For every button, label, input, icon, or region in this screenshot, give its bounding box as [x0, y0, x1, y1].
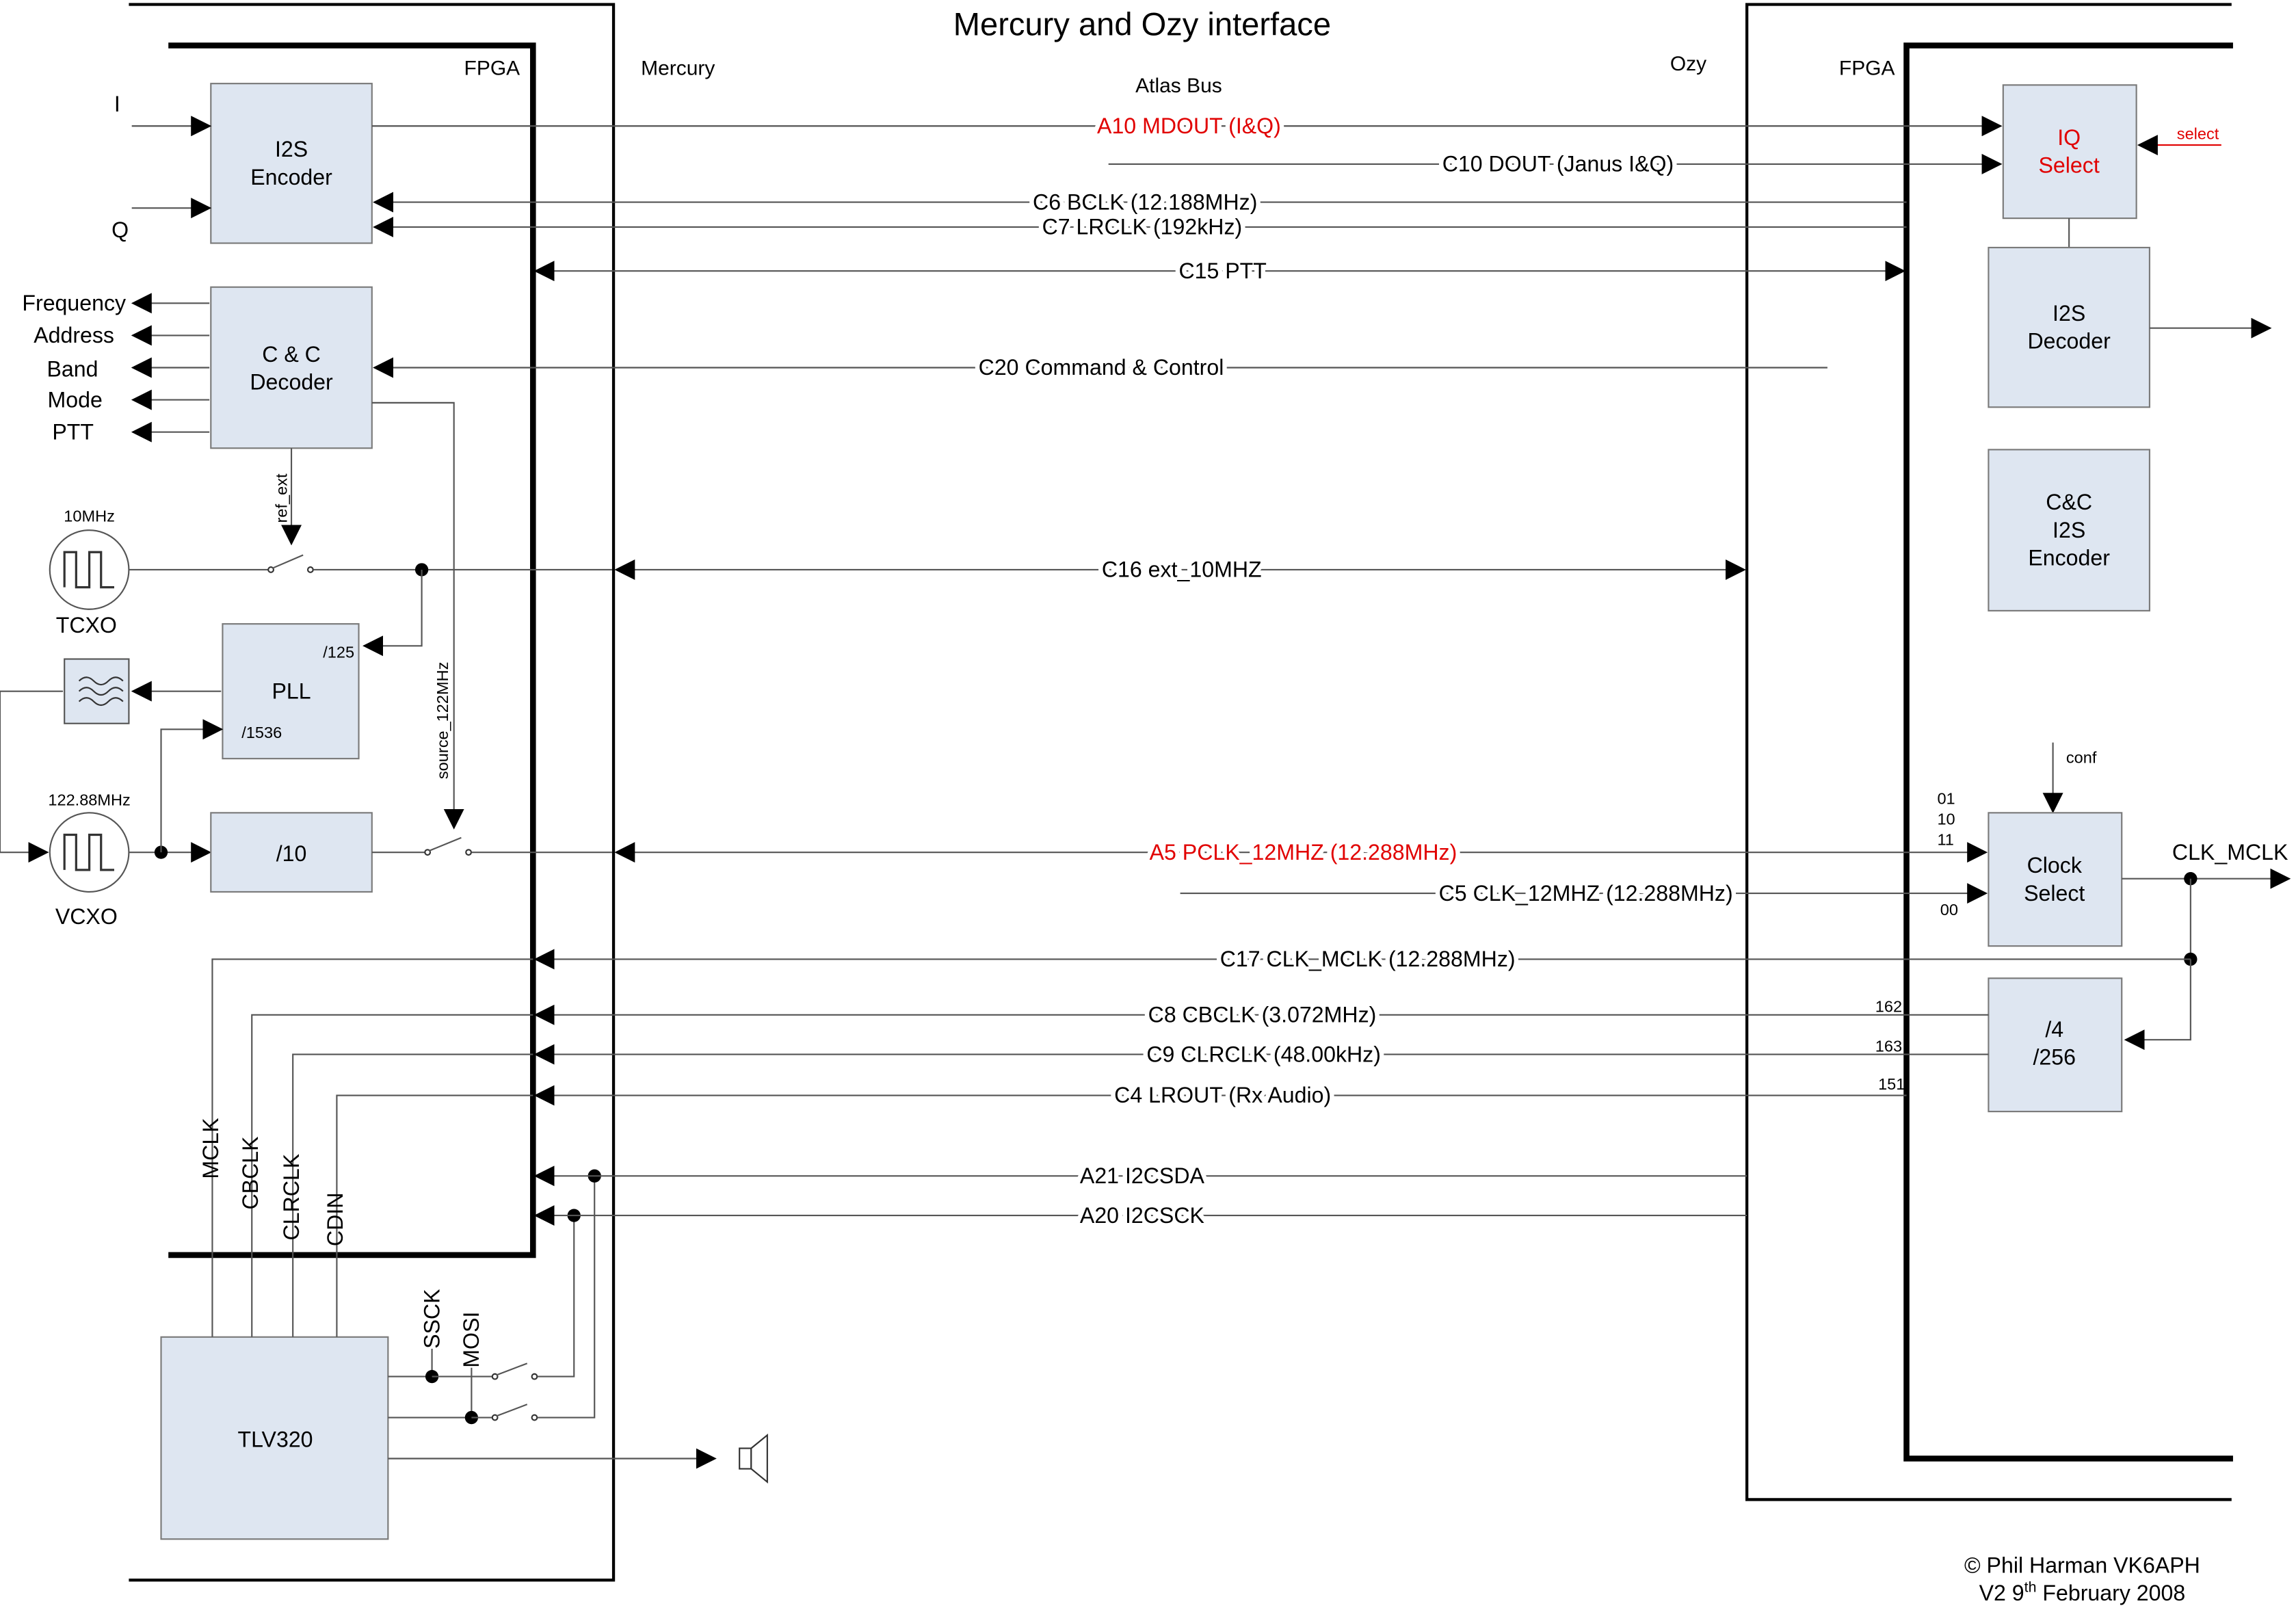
pll-block [222, 623, 360, 760]
ref-ext-label: ref_ext [273, 473, 291, 523]
clock-select-input-00: 00 [1940, 901, 1958, 919]
bus-signal-c8-cbclk: C8 CBCLK (3.072MHz) [1148, 1003, 1377, 1027]
vcxo-freq-label: 122.88MHz [48, 791, 130, 809]
bus-signal-a21-i2csda: A21 I2CSDA [1080, 1163, 1205, 1188]
cdin-pin-label: CDIN [323, 1193, 347, 1247]
fpga-right-label: FPGA [1839, 57, 1895, 79]
divider-pin-162: 162 [1875, 998, 1902, 1016]
decoder-outputs: Frequency Address Band Mode PTT [22, 291, 210, 444]
mercury-fpga-frame [168, 42, 536, 1258]
divider-pin-151: 151 [1878, 1075, 1905, 1093]
pll-div125-label: /125 [323, 643, 354, 661]
bus-signal-a20-i2csck: A20 I2CSCK [1080, 1203, 1205, 1228]
output-mode-label: Mode [48, 387, 103, 412]
divider-pin-163: 163 [1875, 1037, 1902, 1055]
diagram-title: Mercury and Ozy interface [953, 6, 1331, 42]
div4-256-label: /4/256 [2033, 1017, 2076, 1070]
credit-line1: © Phil Harman VK6APH [1964, 1553, 2200, 1577]
output-ptt-label: PTT [52, 419, 94, 444]
clock-select-input-01: 01 [1937, 790, 1955, 808]
cc-i2s-encoder-block [1988, 449, 2150, 611]
output-frequency-label: Frequency [22, 291, 126, 315]
bus-signal-c15-ptt: C15 PTT [1178, 259, 1266, 283]
bus-signal-c4-lrout: C4 LROUT (Rx Audio) [1114, 1083, 1331, 1107]
bus-signal-a10-mdout: A10 MDOUT (I&Q) [1097, 114, 1281, 138]
mclk-pin-label: MCLK [198, 1118, 223, 1179]
input-q-label: Q [111, 218, 129, 242]
select-control-label: select [2177, 125, 2219, 143]
tlv320-label: TLV320 [237, 1427, 313, 1451]
fpga-left-label: FPGA [464, 57, 520, 79]
divider-pin-labels: 162 163 151 [1875, 998, 1905, 1093]
vcxo-label: VCXO [55, 904, 118, 929]
output-band-label: Band [47, 356, 98, 381]
iq-select-block [2002, 84, 2137, 220]
tcxo-freq-label: 10MHz [64, 507, 115, 525]
mercury-label: Mercury [641, 57, 715, 79]
clock-select-input-10: 10 [1937, 810, 1955, 828]
tcxo-label: TCXO [56, 613, 117, 637]
ssck-pin-label: SSCK [419, 1289, 444, 1349]
speaker-icon [739, 1433, 768, 1484]
ozy-fpga-frame [1903, 42, 2233, 1462]
bus-signal-c5-clk12mhz: C5 CLK_12MHZ (12.288MHz) [1439, 881, 1733, 906]
i2s-encoder-block [210, 83, 373, 244]
output-address-label: Address [34, 323, 114, 347]
div10-label: /10 [276, 841, 307, 866]
ozy-board-frame [1745, 3, 2232, 1501]
loop-filter [64, 658, 130, 724]
i2s-decoder-block [1988, 246, 2150, 408]
bus-signal-c20-cc: C20 Command & Control [979, 355, 1224, 380]
bus-signal-a5-pclk: A5 PCLK_12MHZ (12.288MHz) [1150, 840, 1457, 865]
mosi-pin-label: MOSI [459, 1312, 484, 1368]
clrclk-pin-label: CLRCLK [279, 1153, 304, 1240]
bus-signal-c9-clrclk: C9 CLRCLK (48.00kHz) [1146, 1042, 1381, 1066]
clock-select-inputs: 01 10 11 00 [1937, 790, 1957, 919]
ozy-label: Ozy [1670, 53, 1706, 75]
bus-signals: A10 MDOUT (I&Q) C10 DOUT (Janus I&Q) C6 … [371, 109, 2191, 1232]
tlv320-block [160, 1336, 389, 1540]
bus-signal-c17-clkmclk: C17 CLK_MCLK (12.288MHz) [1220, 947, 1516, 971]
tcxo-oscillator [49, 529, 130, 610]
div10-block [210, 812, 373, 893]
clock-select-block [1988, 812, 2123, 947]
clk-mclk-output-label: CLK_MCLK [2172, 840, 2288, 865]
bus-signal-c7-lrclk: C7 LRCLK (192kHz) [1042, 215, 1243, 239]
source-122mhz-label: source_122MHz [434, 662, 451, 779]
pll-div1536-label: /1536 [241, 724, 282, 741]
vcxo-oscillator [49, 812, 130, 893]
credit-line2: V2 9th February 2008 [1979, 1579, 2186, 1605]
pll-label: PLL [272, 678, 311, 703]
input-i-label: I [114, 92, 120, 116]
bus-signal-c16-ext10mhz: C16 ext_10MHZ [1102, 557, 1262, 582]
conf-control-label: conf [2066, 749, 2097, 767]
bus-signal-c10-dout: C10 DOUT (Janus I&Q) [1442, 152, 1674, 176]
div4-256-block [1988, 977, 2123, 1113]
atlas-bus-label: Atlas Bus [1135, 75, 1222, 97]
bus-signal-c6-bclk: C6 BCLK (12.188MHz) [1033, 189, 1257, 214]
cc-decoder-block [210, 286, 373, 449]
mercury-board-frame [129, 3, 616, 1582]
clock-select-input-11: 11 [1937, 830, 1953, 848]
cbclk-pin-label: CBCLK [238, 1136, 263, 1210]
codec-pin-labels: MCLK CBCLK CLRCLK CDIN [198, 1118, 347, 1246]
